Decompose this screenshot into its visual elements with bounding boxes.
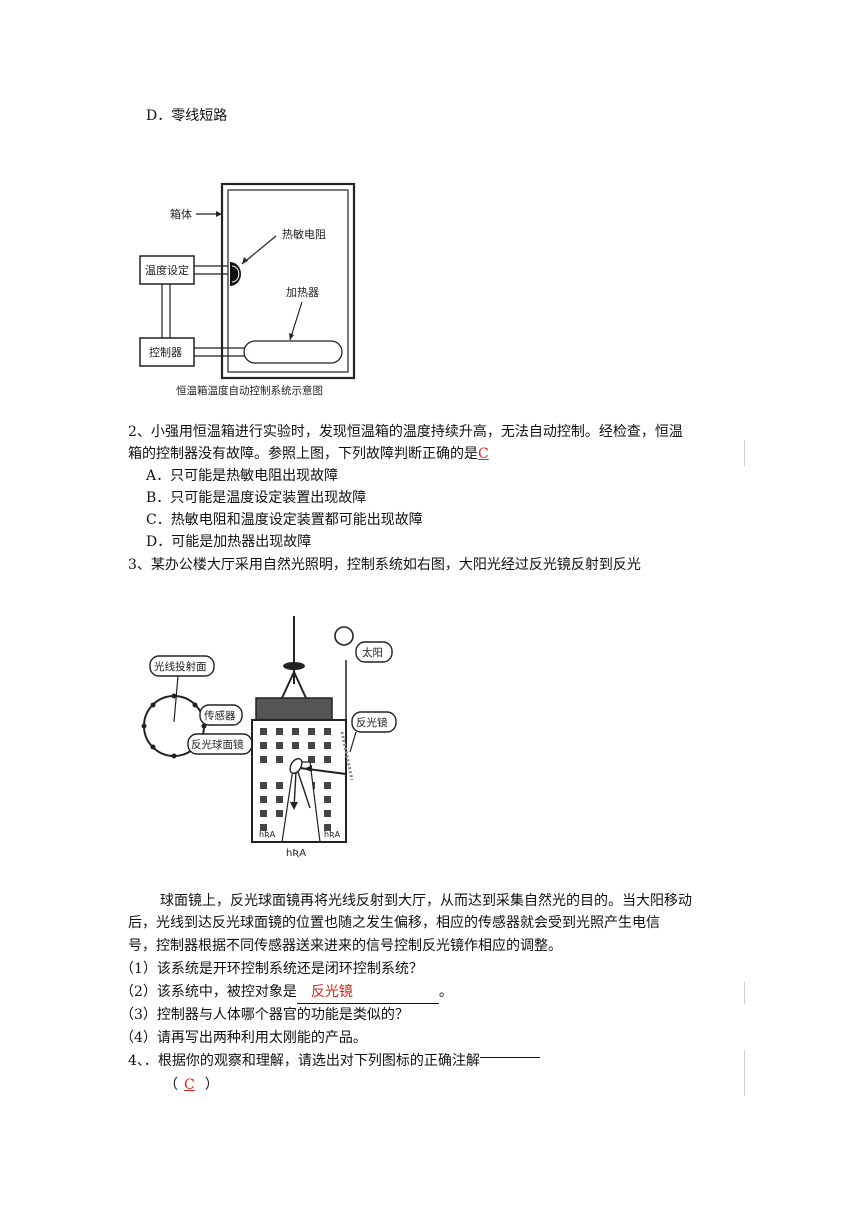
q3-sub1: （1）该系统是开环控制系统还是闭环控制系统？ xyxy=(120,961,423,977)
q4-line1-text: 4、．根据你的观察和理解，请选出对下列图标的正确注解 xyxy=(128,1053,480,1069)
q2-line2-text: 箱的控制器没有故障。参照上图，下列故障判断正确的是 xyxy=(128,446,478,462)
q4-paren-open: （ xyxy=(164,1077,178,1093)
fig2-sun-label: 太阳 xyxy=(362,646,383,659)
margin-rule xyxy=(744,440,745,466)
margin-rule-2 xyxy=(744,982,745,1004)
q2-line2: 箱的控制器没有故障。参照上图，下列故障判断正确的是C xyxy=(128,443,489,465)
q4-line1: 4、．根据你的观察和理解，请选出对下列图标的正确注解 xyxy=(128,1050,540,1072)
fig1-box-label: 箱体 xyxy=(170,207,192,221)
q3-sub2-suffix: 。 xyxy=(438,984,453,1000)
fig1-thermistor-label: 热敏电阻 xyxy=(282,227,326,241)
q3-line1: 3、某办公楼大厅采用自然光照明，控制系统如右图，大阳光经过反光镜反射到反光 xyxy=(128,557,641,573)
daylight-diagram: 光线投射面 传感器 反光球面镜 hƦA hƦA hƦA 太阳 反光镜 xyxy=(141,616,397,859)
q2-option-b: B．只可能是温度设定装置出现故障 xyxy=(146,490,367,506)
q3-sub2-prefix: （2）该系统中，被控对象是 xyxy=(120,984,297,1000)
q4-paren-close: ） xyxy=(204,1077,219,1093)
margin-rule-3 xyxy=(744,1050,745,1096)
q2-option-c: C．热敏电阻和温度设定装置都可能出现故障 xyxy=(146,512,423,528)
fig1-heater-label: 加热器 xyxy=(286,286,319,299)
fig1-controller: 控制器 xyxy=(149,345,182,359)
fig2-sensor-label: 传感器 xyxy=(204,709,236,722)
fig2-hall-right: hƦA xyxy=(324,830,341,839)
q2-option-a: A．只可能是热敏电阻出现故障 xyxy=(146,468,339,484)
q2-line1: 2、小强用恒温箱进行实验时，发现恒温箱的温度持续升高，无法自动控制。经检查，恒温 xyxy=(128,424,683,440)
building-windows xyxy=(260,728,331,831)
q3-sub2-answer: 反光镜 xyxy=(296,981,439,1004)
q2-answer: C xyxy=(478,446,489,462)
q3-para2: 后，光线到达反光球面镜的位置也随之发生偏移，相应的传感器就会受到光照产生电信 xyxy=(128,915,660,931)
fig1-temp-setting: 温度设定 xyxy=(145,263,189,277)
q3-sub3: （3）控制器与人体哪个器官的功能是类似的？ xyxy=(120,1007,409,1023)
q3-sub4: （4）请再写出两种利用太刚能的产品。 xyxy=(120,1030,367,1046)
fig2-hall-mid: hƦA xyxy=(286,848,306,859)
fig2-hall-left: hƦA xyxy=(259,830,276,839)
q1-option-d: D．零线短路 xyxy=(146,108,228,124)
fig2-mirror-label: 反光镜 xyxy=(356,716,388,729)
q3-sub2: （2）该系统中，被控对象是反光镜。 xyxy=(120,981,453,1004)
q2-option-d: D．可能是加热器出现故障 xyxy=(146,534,312,550)
q3-para1: 球面镜上，反光球面镜再将光线反射到大厅，从而达到采集自然光的目的。当大阳移动 xyxy=(160,893,692,909)
fig2-surface-label: 光线投射面 xyxy=(154,660,207,673)
q3-para3: 号，控制器根据不同传感器送来进来的信号控制反光镜作相应的调整。 xyxy=(128,938,562,954)
fig2-sphere-mirror-label: 反光球面镜 xyxy=(191,738,244,751)
q4-answer-line: （ C ） xyxy=(164,1074,219,1096)
q4-blank xyxy=(479,1056,540,1058)
thermostat-diagram: 箱体 热敏电阻 温度设定 控制器 加热器 恒温箱温度自动控制系统示意图 xyxy=(139,182,356,397)
q4-answer: C xyxy=(184,1077,195,1093)
fig1-caption: 恒温箱温度自动控制系统示意图 xyxy=(176,384,323,397)
